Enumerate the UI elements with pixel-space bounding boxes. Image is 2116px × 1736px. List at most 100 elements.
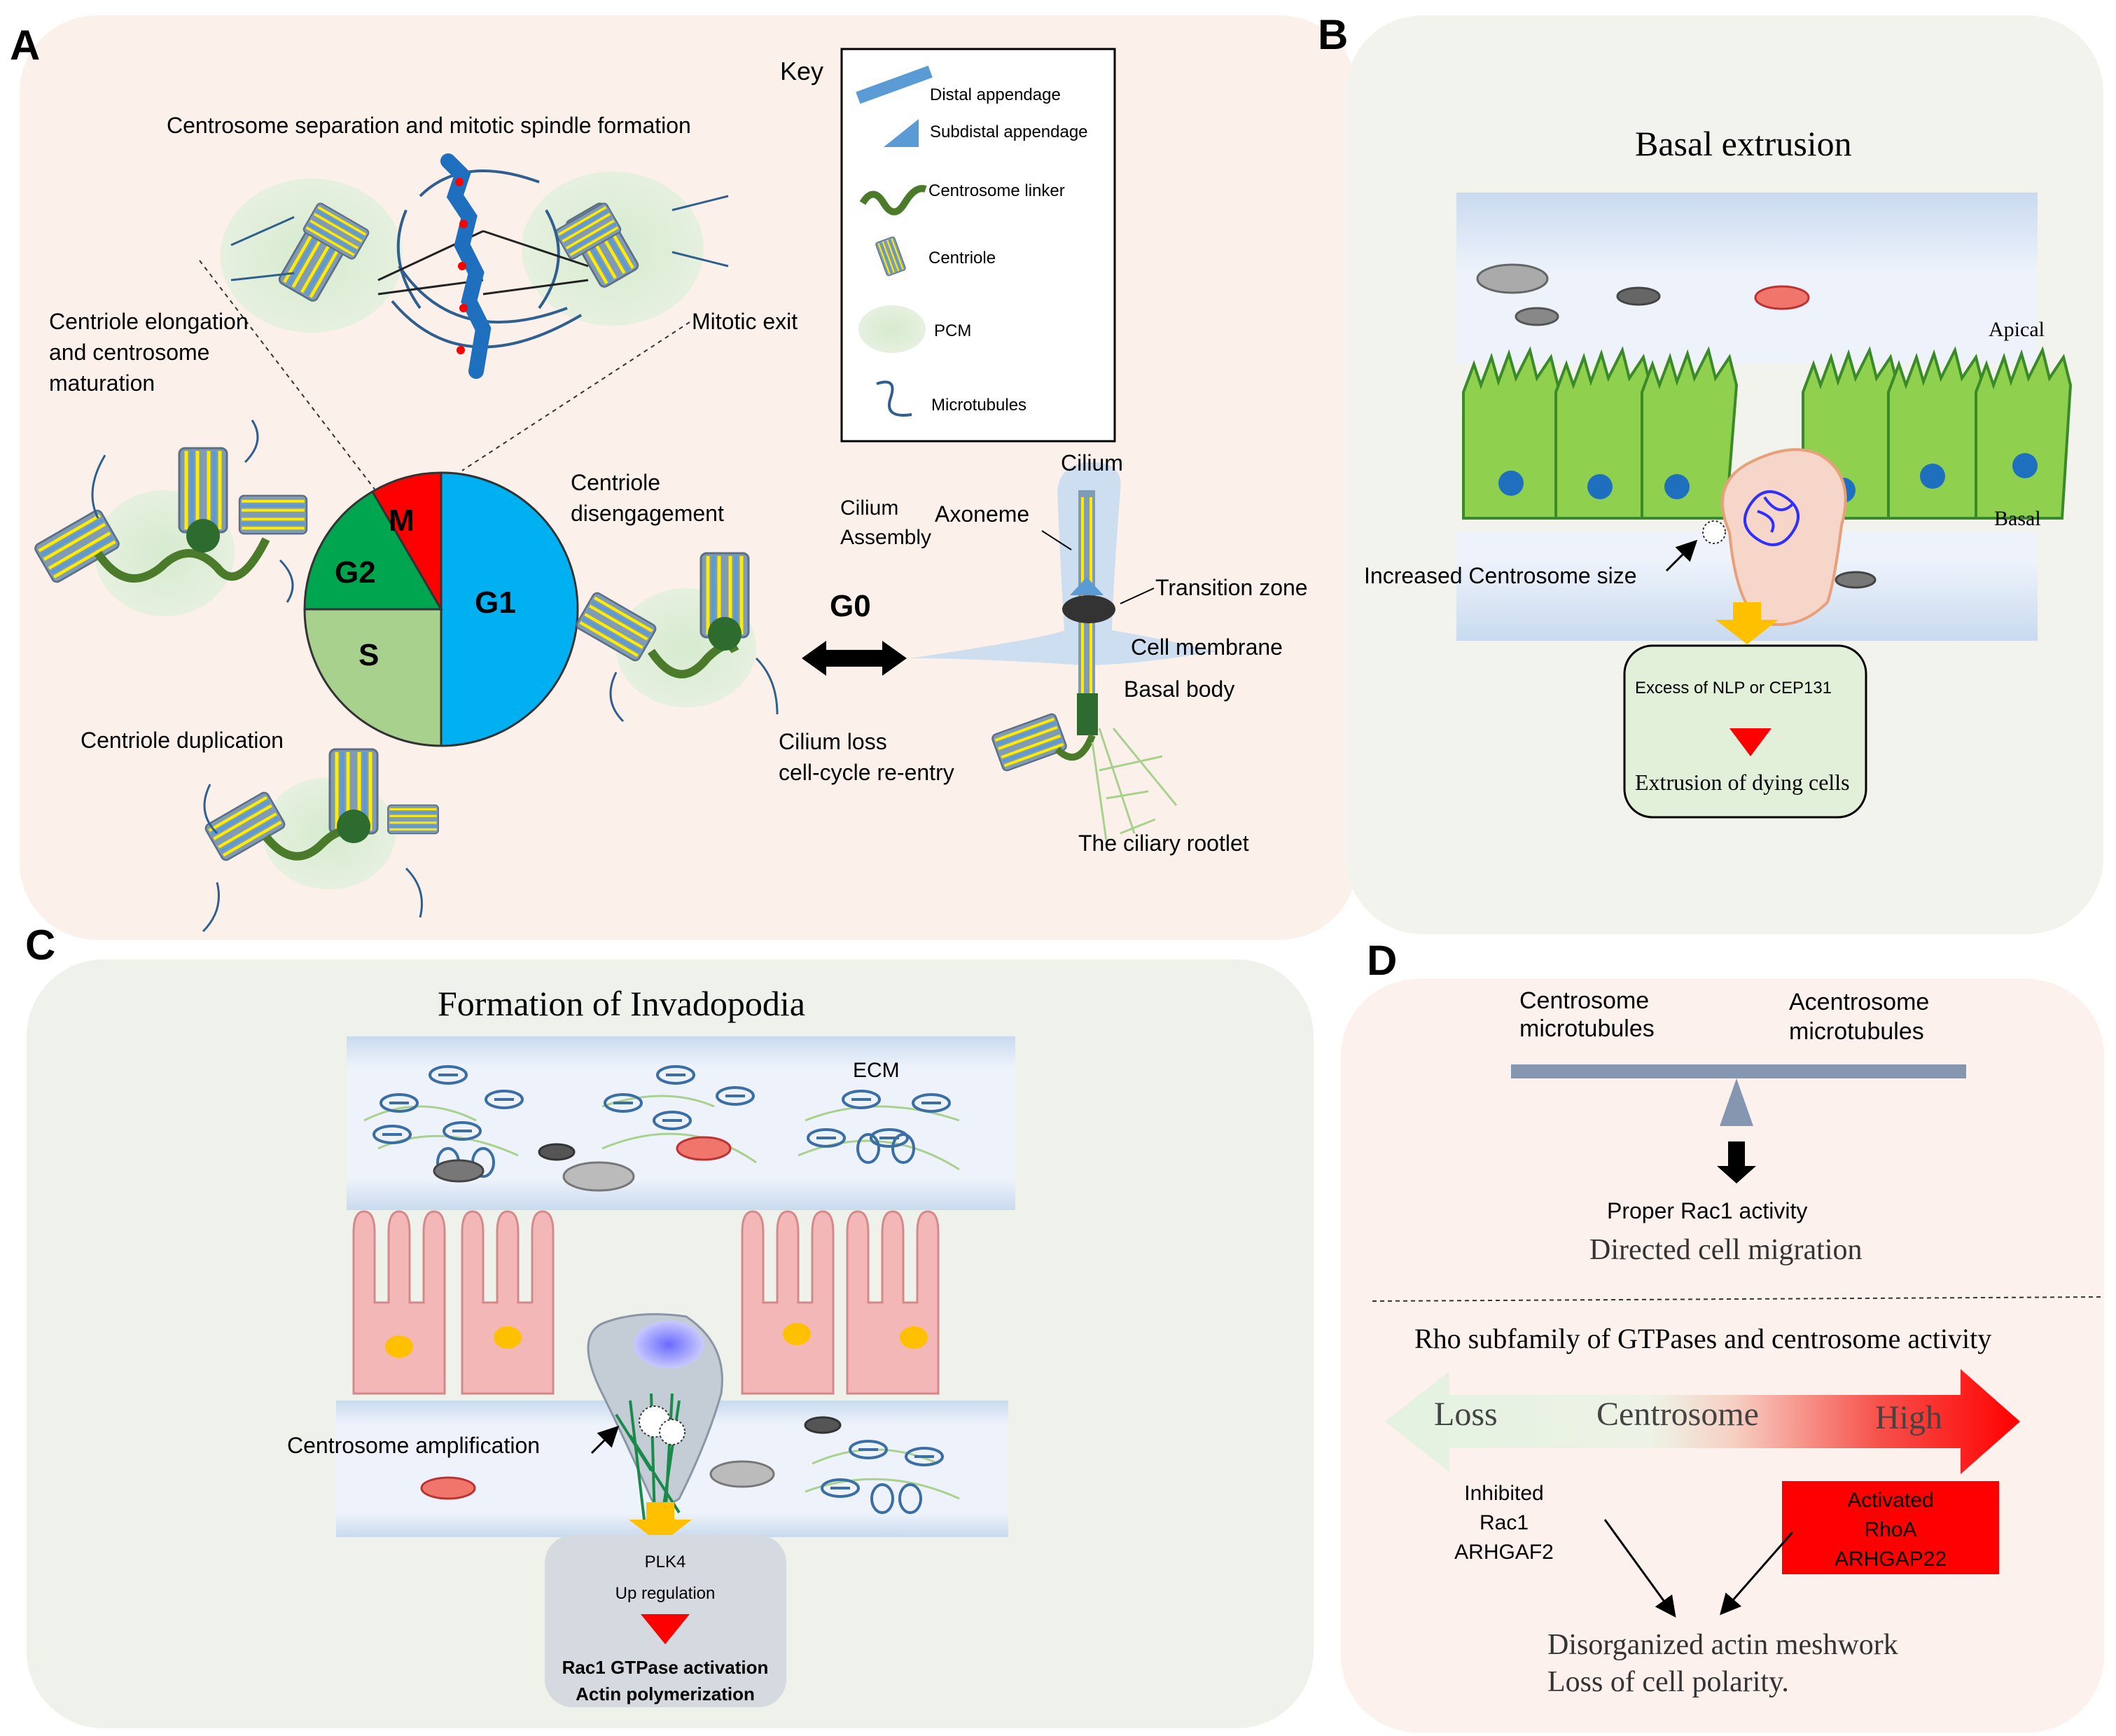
- cilium-label: Cilium: [1061, 450, 1123, 475]
- cilium-loss-label-2: cell-cycle re-entry: [779, 760, 954, 785]
- balance-beam: [1511, 1064, 1966, 1078]
- invadopodia-title: Formation of Invadopodia: [438, 984, 805, 1023]
- upregulation-label: Up regulation: [615, 1584, 716, 1603]
- g2-slice: [303, 489, 443, 611]
- key-label-distal: Distal appendage: [930, 85, 1061, 104]
- acentrosome-mt-label-1: Acentrosome: [1789, 989, 1929, 1015]
- excess-label: Excess of NLP or CEP131: [1635, 679, 1832, 697]
- orange-down-arrow: [1715, 602, 1779, 644]
- key-label-subdistal: Subdistal appendage: [930, 123, 1088, 141]
- directed-migration-label: Directed cell migration: [1589, 1234, 1863, 1266]
- balance-fulcrum: [1720, 1078, 1753, 1126]
- disengagement-label-1: Centriole: [571, 470, 660, 495]
- distal-appendage-icon: [856, 65, 933, 104]
- g0-label: G0: [830, 589, 871, 623]
- cell-membrane-label: Cell membrane: [1131, 634, 1283, 660]
- centrosome-mt-label-1: Centrosome: [1519, 987, 1649, 1014]
- circulating-cells-c: [420, 1136, 842, 1500]
- microtubule-icon: [876, 380, 912, 417]
- ciliary-rootlet-label: The ciliary rootlet: [1078, 831, 1249, 856]
- basal-extrusion-title: Basal extrusion: [1635, 124, 1852, 163]
- activated-box: [1782, 1481, 1999, 1574]
- amplification-label: Centrosome amplification: [287, 1433, 540, 1458]
- ecm-upper: [347, 1036, 1015, 1210]
- rho-title: Rho subfamily of GTPases and centrosome …: [1414, 1323, 1991, 1354]
- disengagement-label-2: disengagement: [571, 501, 724, 526]
- loss-label: Loss: [1434, 1396, 1498, 1433]
- orange-down-arrow-c: [629, 1502, 692, 1544]
- actin-polymerization-label: Actin polymerization: [576, 1683, 755, 1704]
- red-triangle-b: [1729, 728, 1772, 756]
- mitotic-spindle-illustration: [221, 153, 729, 379]
- epithelial-cells: [1462, 346, 2073, 520]
- key-microtubules: Microtubules: [876, 380, 1026, 417]
- phase-g1-label: G1: [475, 585, 516, 620]
- elongation-label-1: Centriole elongation: [49, 309, 249, 334]
- pcm-icon: [858, 305, 926, 353]
- cilium-loss-label-1: Cilium loss: [779, 729, 887, 754]
- cilium-assembly-label-2: Assembly: [840, 526, 931, 549]
- panel-a: A Key Distal appendage Subdistal appenda…: [10, 15, 1357, 940]
- key-centrosome-linker: Centrosome linker: [859, 181, 1065, 216]
- proper-rac1-label: Proper Rac1 activity: [1607, 1198, 1807, 1223]
- cilium-illustration: [910, 462, 1217, 841]
- panel-d-background: [1341, 979, 2104, 1732]
- cilium-assembly-label-1: Cilium: [840, 497, 898, 520]
- increased-size-label: Increased Centrosome size: [1364, 563, 1637, 588]
- centrosome-label: Centrosome: [1596, 1396, 1759, 1433]
- disengagement-illustration: [575, 553, 779, 723]
- basal-body-label: Basal body: [1124, 676, 1234, 702]
- transition-zone-label: Transition zone: [1155, 575, 1308, 600]
- apical-label: Apical: [1989, 318, 2045, 341]
- centrosome-mt-label-2: microtubules: [1519, 1015, 1655, 1042]
- circulating-cells: [1476, 263, 1877, 589]
- inhibited-label: Inhibited: [1464, 1482, 1543, 1505]
- s-slice: [303, 608, 443, 747]
- plk4-label: PLK4: [645, 1553, 686, 1571]
- mitotic-spindle-label: Centrosome separation and mitotic spindl…: [167, 113, 691, 138]
- key-label-microtubules: Microtubules: [931, 396, 1026, 415]
- panel-b-letter: B: [1318, 11, 1348, 58]
- red-triangle-c: [641, 1614, 690, 1644]
- duplication-label: Centriole duplication: [81, 728, 284, 753]
- panel-d: D Centrosome microtubules Acentrosome mi…: [1341, 937, 2105, 1732]
- result-label-1: Disorganized actin meshwork: [1547, 1629, 1898, 1661]
- rac1-activation-label: Rac1 GTPase activation: [562, 1657, 769, 1678]
- linker-icon: [859, 185, 927, 216]
- subdistal-appendage-icon: [884, 119, 919, 147]
- elongation-illustration: [34, 419, 307, 616]
- panel-d-letter: D: [1367, 937, 1397, 984]
- g0-double-arrow: [802, 641, 907, 676]
- elongation-label-3: maturation: [49, 370, 155, 396]
- key-title: Key: [780, 57, 823, 85]
- cell-cycle-pie: M G2 S G1: [303, 471, 579, 747]
- key-label-linker: Centrosome linker: [928, 181, 1065, 200]
- inhibited-arrow: [1603, 1519, 1676, 1618]
- panel-c-letter: C: [25, 922, 55, 968]
- inhibited-arhgaf2-label: ARHGAF2: [1454, 1541, 1554, 1564]
- divider-line: [1372, 1296, 2105, 1302]
- invading-cell: [587, 1313, 723, 1520]
- ecm-label: ECM: [853, 1059, 900, 1082]
- axoneme-label: Axoneme: [935, 501, 1029, 527]
- tumor-cells: [352, 1210, 940, 1395]
- activated-label: Activated: [1847, 1489, 1933, 1512]
- panel-a-letter: A: [10, 22, 40, 69]
- inhibited-rac1-label: Rac1: [1480, 1511, 1529, 1534]
- black-down-arrow: [1717, 1141, 1756, 1183]
- key-label-centriole: Centriole: [928, 249, 996, 268]
- phase-g2-label: G2: [335, 555, 376, 590]
- phase-m-label: M: [389, 504, 415, 538]
- activated-rhoa-label: RhoA: [1864, 1518, 1916, 1541]
- activated-arrow: [1720, 1532, 1794, 1616]
- g1-slice: [440, 471, 579, 747]
- mitotic-exit-label: Mitotic exit: [692, 309, 798, 334]
- acentrosome-mt-label-2: microtubules: [1789, 1018, 1924, 1045]
- key-label-pcm: PCM: [934, 321, 971, 340]
- extrusion-label: Extrusion of dying cells: [1635, 770, 1850, 795]
- activated-arhgap22-label: ARHGAP22: [1835, 1548, 1947, 1571]
- high-label: High: [1875, 1399, 1942, 1436]
- centrosome-activity-arrow: [1385, 1369, 2020, 1474]
- panel-b: B Basal extrusion Apical Basal: [1318, 11, 2103, 934]
- result-label-2: Loss of cell polarity.: [1547, 1666, 1789, 1698]
